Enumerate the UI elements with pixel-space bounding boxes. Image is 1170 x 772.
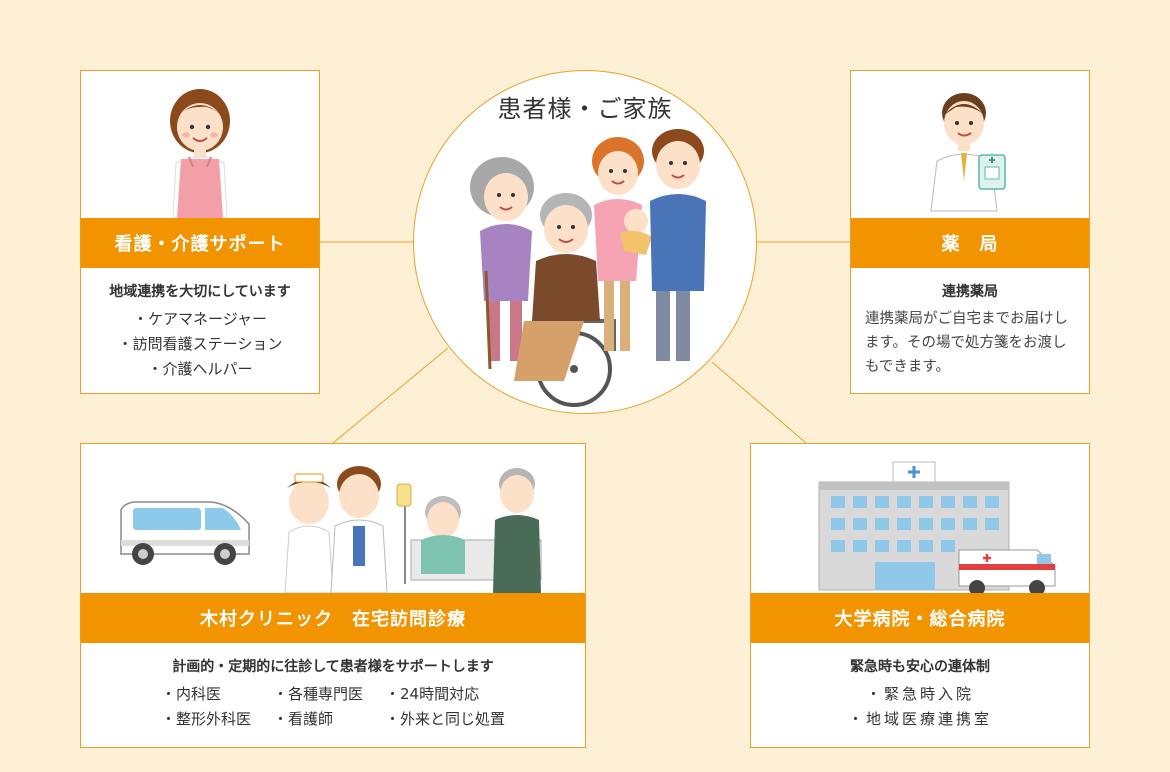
nursing-support-card: 看護・介護サポート 地域連携を大切にしています ・ケアマネージャー ・訪問看護ス… xyxy=(80,70,320,394)
list-item: ・ケアマネージャー xyxy=(133,310,267,328)
hospital-card: 大学病院・総合病院 緊急時も安心の連体制 ・緊急時入院 ・地域医療連携室 xyxy=(750,443,1090,748)
list-item: ・地域医療連携室 xyxy=(847,710,992,728)
pharmacy-card: 薬 局 連携薬局 連携薬局がご自宅までお届けします。その場で処方箋をお渡しもでき… xyxy=(850,70,1090,394)
clinic-column-1: ・内科医 ・整形外科医 xyxy=(161,682,251,732)
nursing-list: ・ケアマネージャー ・訪問看護ステーション ・介護ヘルパー xyxy=(81,307,319,382)
clinic-illustration xyxy=(120,466,542,593)
nursing-subtitle: 地域連携を大切にしています xyxy=(109,284,291,300)
list-item: ・訪問看護ステーション xyxy=(117,335,283,353)
list-item: ・介護ヘルパー xyxy=(147,360,253,378)
clinic-column-3: ・24時間対応 ・外来と同じ処置 xyxy=(385,682,505,732)
list-item: ・緊急時入院 xyxy=(865,685,974,703)
list-item: ・24時間対応 xyxy=(385,685,480,703)
list-item: ・整形外科医 xyxy=(160,710,251,728)
clinic-subtitle: 計画的・定期的に往診して患者様をサポートします xyxy=(172,659,494,675)
list-item: ・内科医 xyxy=(160,685,221,703)
clinic-column-2: ・各種専門医 ・看護師 xyxy=(273,682,363,732)
list-item: ・看護師 xyxy=(272,710,333,728)
list-item: ・外来と同じ処置 xyxy=(385,710,506,728)
hospital-illustration xyxy=(818,461,1056,593)
family-illustration xyxy=(470,129,706,407)
connector-clinic xyxy=(332,347,449,444)
hospital-header: 大学病院・総合病院 xyxy=(751,593,1089,643)
pharmacy-description: 連携薬局がご自宅までお届けします。その場で処方箋をお渡しもできます。 xyxy=(865,311,1068,375)
pharmacist-illustration xyxy=(930,93,1006,212)
clinic-card: 木村クリニック 在宅訪問診療 計画的・定期的に往診して患者様をサポートします ・… xyxy=(80,443,586,748)
connector-hospital xyxy=(711,361,807,444)
hospital-list: ・緊急時入院 ・地域医療連携室 xyxy=(751,682,1089,732)
caregiver-illustration xyxy=(170,89,230,218)
center-title: 患者様・ご家族 xyxy=(497,95,673,123)
nursing-header: 看護・介護サポート xyxy=(81,218,319,268)
pharmacy-header: 薬 局 xyxy=(851,218,1089,268)
pharmacy-subtitle: 連携薬局 xyxy=(942,284,998,300)
hospital-subtitle: 緊急時も安心の連体制 xyxy=(850,659,990,675)
clinic-services: ・内科医 ・整形外科医 ・各種専門医 ・看護師 ・24時間対応 ・外来と同じ処置 xyxy=(81,682,585,732)
clinic-header: 木村クリニック 在宅訪問診療 xyxy=(81,593,585,643)
list-item: ・各種専門医 xyxy=(272,685,363,703)
patient-family-circle: 患者様・ご家族 xyxy=(413,70,757,414)
